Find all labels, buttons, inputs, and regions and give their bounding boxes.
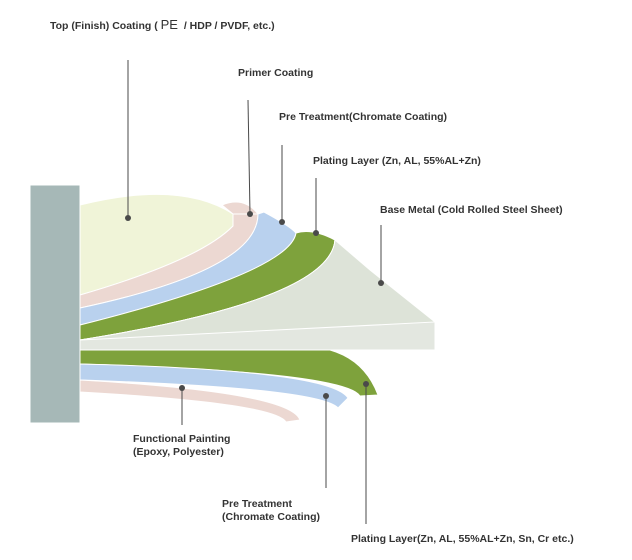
label-plating-top: Plating Layer (Zn, AL, 55%AL+Zn): [313, 155, 481, 167]
label-base-metal: Base Metal (Cold Rolled Steel Sheet): [380, 204, 563, 216]
label-pre-treatment-bottom: Pre Treatment (Chromate Coating): [222, 498, 320, 524]
label-top-finish-coating: Top (Finish) Coating ( PE / HDP / PVDF, …: [50, 18, 275, 33]
label-pre-treatment-bottom-line2: (Chromate Coating): [222, 511, 320, 523]
label-functional-line2: (Epoxy, Polyester): [133, 446, 224, 458]
functional-painting-layer: [79, 379, 301, 423]
label-functional-line1: Functional Painting: [133, 433, 231, 445]
layer-end-block: [29, 184, 81, 424]
label-top-finish-suffix: / HDP / PVDF, etc.): [183, 20, 275, 32]
label-pre-treatment-top: Pre Treatment(Chromate Coating): [279, 111, 448, 123]
label-top-finish-prefix: Top (Finish) Coating (: [50, 20, 158, 32]
label-functional-painting: Functional Painting (Epoxy, Polyester): [133, 433, 230, 459]
dot-top-finish: [125, 215, 131, 221]
dot-base-metal: [378, 280, 384, 286]
label-pre-treatment-bottom-line1: Pre Treatment: [222, 498, 293, 510]
dot-functional: [179, 385, 185, 391]
label-plating-bottom: Plating Layer(Zn, AL, 55%AL+Zn, Sn, Cr e…: [351, 533, 574, 545]
dot-plating-bottom: [363, 381, 369, 387]
dot-pre-treatment-bottom: [323, 393, 329, 399]
label-primer-coating: Primer Coating: [238, 67, 314, 79]
pre-treatment-lower-layer: [79, 363, 349, 409]
dot-pre-treatment-top: [279, 219, 285, 225]
label-top-finish-pe: PE: [160, 17, 178, 32]
dot-plating-top: [313, 230, 319, 236]
dot-primer: [247, 211, 253, 217]
leader-primer: [247, 99, 251, 215]
